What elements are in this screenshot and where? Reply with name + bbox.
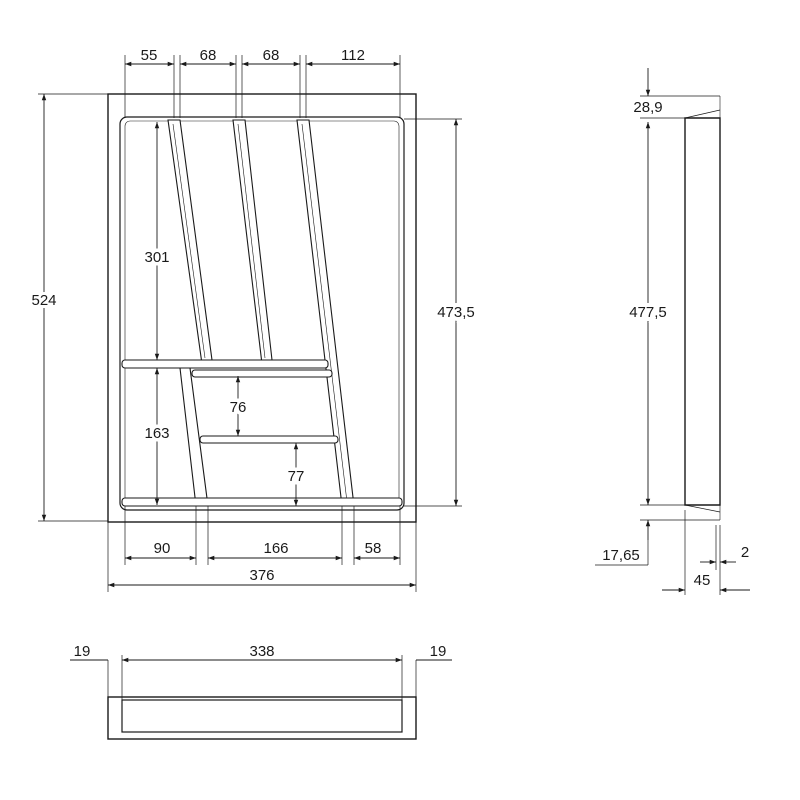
dim-bottom-2: 166 xyxy=(263,540,288,557)
dim-total-height: 524 xyxy=(31,292,56,309)
dim-side-top-offset: 28,9 xyxy=(633,99,662,116)
dim-top-3: 68 xyxy=(263,47,280,64)
dim-bottom-1: 90 xyxy=(154,540,171,557)
dim-front-inner-width: 338 xyxy=(249,643,274,660)
dim-middle-slot: 76 xyxy=(230,399,247,416)
dim-front-left-rim: 19 xyxy=(74,643,91,660)
dim-side-height: 477,5 xyxy=(629,304,667,321)
dim-bottom-3: 58 xyxy=(365,540,382,557)
slanted-divider-2-inner xyxy=(237,123,266,359)
slanted-divider-3-inner xyxy=(301,123,348,503)
dim-side-depth: 45 xyxy=(694,572,711,589)
top-view: 55 68 68 112 524 473,5 301 163 76 77 90 … xyxy=(28,47,479,592)
front-profile-inner xyxy=(121,699,403,733)
side-profile xyxy=(684,117,721,506)
dim-bottom-slot: 77 xyxy=(288,468,305,485)
dim-side-wall: 2 xyxy=(741,544,749,561)
bottom-slot-divider xyxy=(199,435,339,444)
side-view: 28,9 477,5 17,65 2 45 xyxy=(595,68,750,595)
dim-inner-height: 473,5 xyxy=(437,304,475,321)
slanted-divider-1-inner xyxy=(172,123,206,359)
bottom-rail xyxy=(121,497,403,507)
horizontal-divider-upper xyxy=(121,359,329,369)
dim-top-1: 55 xyxy=(141,47,158,64)
dim-total-width: 376 xyxy=(249,567,274,584)
middle-slot-divider xyxy=(191,369,333,378)
dim-top-2: 68 xyxy=(200,47,217,64)
dim-side-bottom-offset: 17,65 xyxy=(602,547,640,564)
dim-front-right-rim: 19 xyxy=(430,643,447,660)
dim-upper-compartment: 301 xyxy=(144,249,169,266)
front-view: 19 338 19 xyxy=(70,643,452,740)
dim-top-4: 112 xyxy=(341,47,365,64)
dim-lower-compartment: 163 xyxy=(144,425,169,442)
